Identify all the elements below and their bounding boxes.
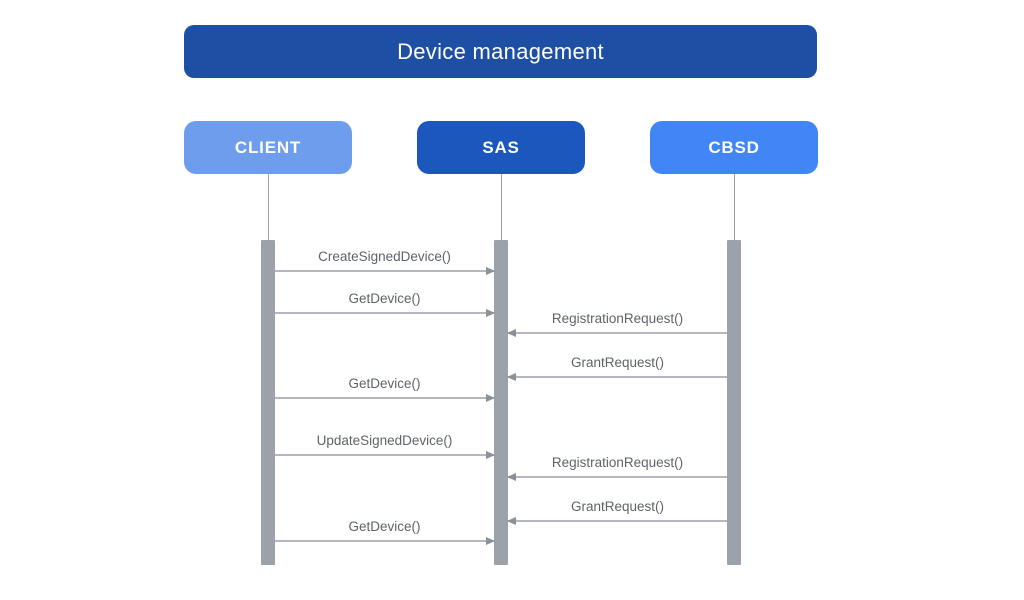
- arrowhead-icon: [486, 394, 495, 402]
- message-arrow-line: [275, 454, 494, 456]
- message-label: RegistrationRequest(): [551, 455, 684, 470]
- message-row-4: GrantRequest(): [507, 352, 727, 381]
- message-arrow-line: [275, 540, 494, 542]
- message-label: GetDevice(): [348, 291, 421, 306]
- message-arrow-line: [508, 332, 727, 334]
- message-label: GrantRequest(): [570, 355, 665, 370]
- activation-bar-client: [261, 240, 275, 565]
- arrowhead-icon: [486, 309, 495, 317]
- arrowhead-icon: [486, 537, 495, 545]
- title-banner: Device management: [184, 25, 817, 78]
- message-row-6: UpdateSignedDevice(): [275, 430, 495, 459]
- message-label: UpdateSignedDevice(): [316, 433, 453, 448]
- message-label: CreateSignedDevice(): [318, 249, 451, 264]
- actor-label-sas: SAS: [482, 137, 520, 157]
- message-arrow-line: [508, 520, 727, 522]
- diagram-title: Device management: [397, 38, 604, 64]
- actor-box-sas: SAS: [417, 121, 585, 174]
- lifeline-client: [267, 174, 269, 240]
- arrowhead-icon: [507, 517, 516, 525]
- message-row-5: GetDevice(): [275, 373, 495, 402]
- message-row-7: RegistrationRequest(): [507, 452, 727, 481]
- lifeline-cbsd: [733, 174, 735, 240]
- arrowhead-icon: [507, 473, 516, 481]
- message-row-8: GrantRequest(): [507, 496, 727, 525]
- message-label: RegistrationRequest(): [551, 311, 684, 326]
- message-row-2: GetDevice(): [275, 288, 495, 317]
- actor-label-cbsd: CBSD: [708, 137, 760, 157]
- message-row-9: GetDevice(): [275, 516, 495, 545]
- arrowhead-icon: [486, 267, 495, 275]
- message-row-1: CreateSignedDevice(): [275, 246, 495, 275]
- message-label: GetDevice(): [348, 376, 421, 391]
- arrowhead-icon: [486, 451, 495, 459]
- message-arrow-line: [275, 312, 494, 314]
- message-row-3: RegistrationRequest(): [507, 308, 727, 337]
- actor-label-client: CLIENT: [234, 137, 302, 157]
- message-arrow-line: [275, 270, 494, 272]
- activation-bar-cbsd: [727, 240, 741, 565]
- message-label: GrantRequest(): [570, 499, 665, 514]
- message-arrow-line: [508, 476, 727, 478]
- message-arrow-line: [275, 397, 494, 399]
- actor-box-cbsd: CBSD: [650, 121, 818, 174]
- message-arrow-line: [508, 376, 727, 378]
- lifeline-sas: [500, 174, 502, 240]
- actor-box-client: CLIENT: [184, 121, 352, 174]
- arrowhead-icon: [507, 373, 516, 381]
- arrowhead-icon: [507, 329, 516, 337]
- message-label: GetDevice(): [348, 519, 421, 534]
- activation-bar-sas: [494, 240, 508, 565]
